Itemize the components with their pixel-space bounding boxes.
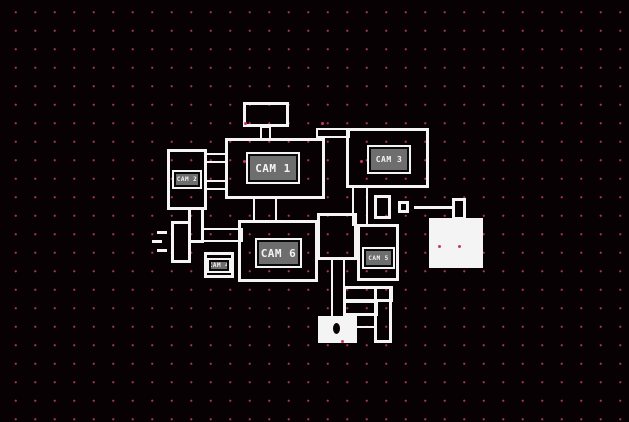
right-small-room [374, 195, 391, 219]
grid-dot [458, 245, 461, 248]
corridor-cam2-cam1 [205, 153, 227, 163]
corridor-cam1-cam3 [316, 128, 350, 138]
center-closet [317, 213, 357, 260]
grid-dot [360, 160, 363, 163]
player-marker-icon [333, 323, 340, 334]
office-block [429, 218, 483, 268]
right-corridor-line [414, 206, 452, 209]
top-room [243, 102, 289, 127]
room-cam3 [346, 128, 429, 188]
grid-dot [321, 122, 324, 125]
cam-4-button[interactable]: CAM 4 [207, 258, 231, 273]
cam-6-button[interactable]: CAM 6 [255, 238, 302, 268]
grid-dot [438, 245, 441, 248]
room-cam4 [204, 252, 234, 278]
bottom-link [355, 314, 377, 328]
left-door-marker-2 [152, 240, 162, 243]
grid-dot [341, 340, 344, 343]
right-post [452, 198, 466, 220]
grid-dot [243, 160, 246, 163]
left-room [171, 221, 191, 263]
cam-2-button[interactable]: CAM 2 [172, 170, 202, 189]
cam-5-button[interactable]: CAM 5 [362, 247, 395, 269]
cam-1-button[interactable]: CAM 1 [246, 152, 300, 184]
room-cam2 [167, 149, 207, 210]
cam-3-button[interactable]: CAM 3 [367, 145, 411, 174]
grid-dot [244, 122, 247, 125]
room-cam6 [238, 220, 318, 282]
room-cam5 [357, 224, 399, 281]
corridor-center-cam3 [352, 186, 368, 226]
left-door-marker-1 [157, 231, 167, 234]
corridor-cam2-cam1-lower [205, 180, 227, 190]
right-tiny-room [398, 201, 409, 213]
corridor-left-cam6 [202, 228, 243, 242]
left-door-marker-3 [157, 249, 167, 252]
